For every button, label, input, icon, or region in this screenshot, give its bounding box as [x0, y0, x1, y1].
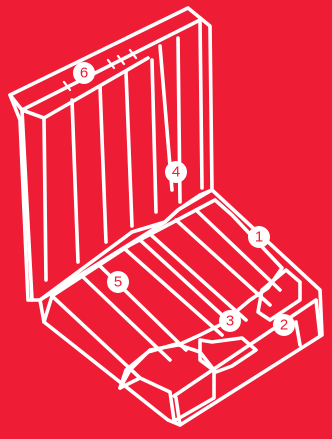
callout-4-label: 4	[172, 164, 180, 181]
base-front-face	[44, 296, 174, 420]
callout-6: 6	[73, 62, 95, 84]
callout-5-label: 5	[114, 274, 122, 291]
callout-2-label: 2	[280, 317, 288, 334]
backrest-top-rail	[10, 20, 200, 118]
cushion-top	[52, 200, 282, 388]
callout-2: 2	[273, 314, 295, 336]
callout-3: 3	[219, 310, 241, 332]
callout-4: 4	[165, 161, 187, 183]
seat-base	[40, 190, 322, 425]
callout-6-label: 6	[80, 65, 88, 82]
callout-5: 5	[107, 271, 129, 293]
backrest-slats	[72, 60, 156, 262]
callout-1: 1	[248, 226, 270, 248]
callout-1-label: 1	[255, 229, 263, 246]
callout-3-label: 3	[226, 313, 234, 330]
